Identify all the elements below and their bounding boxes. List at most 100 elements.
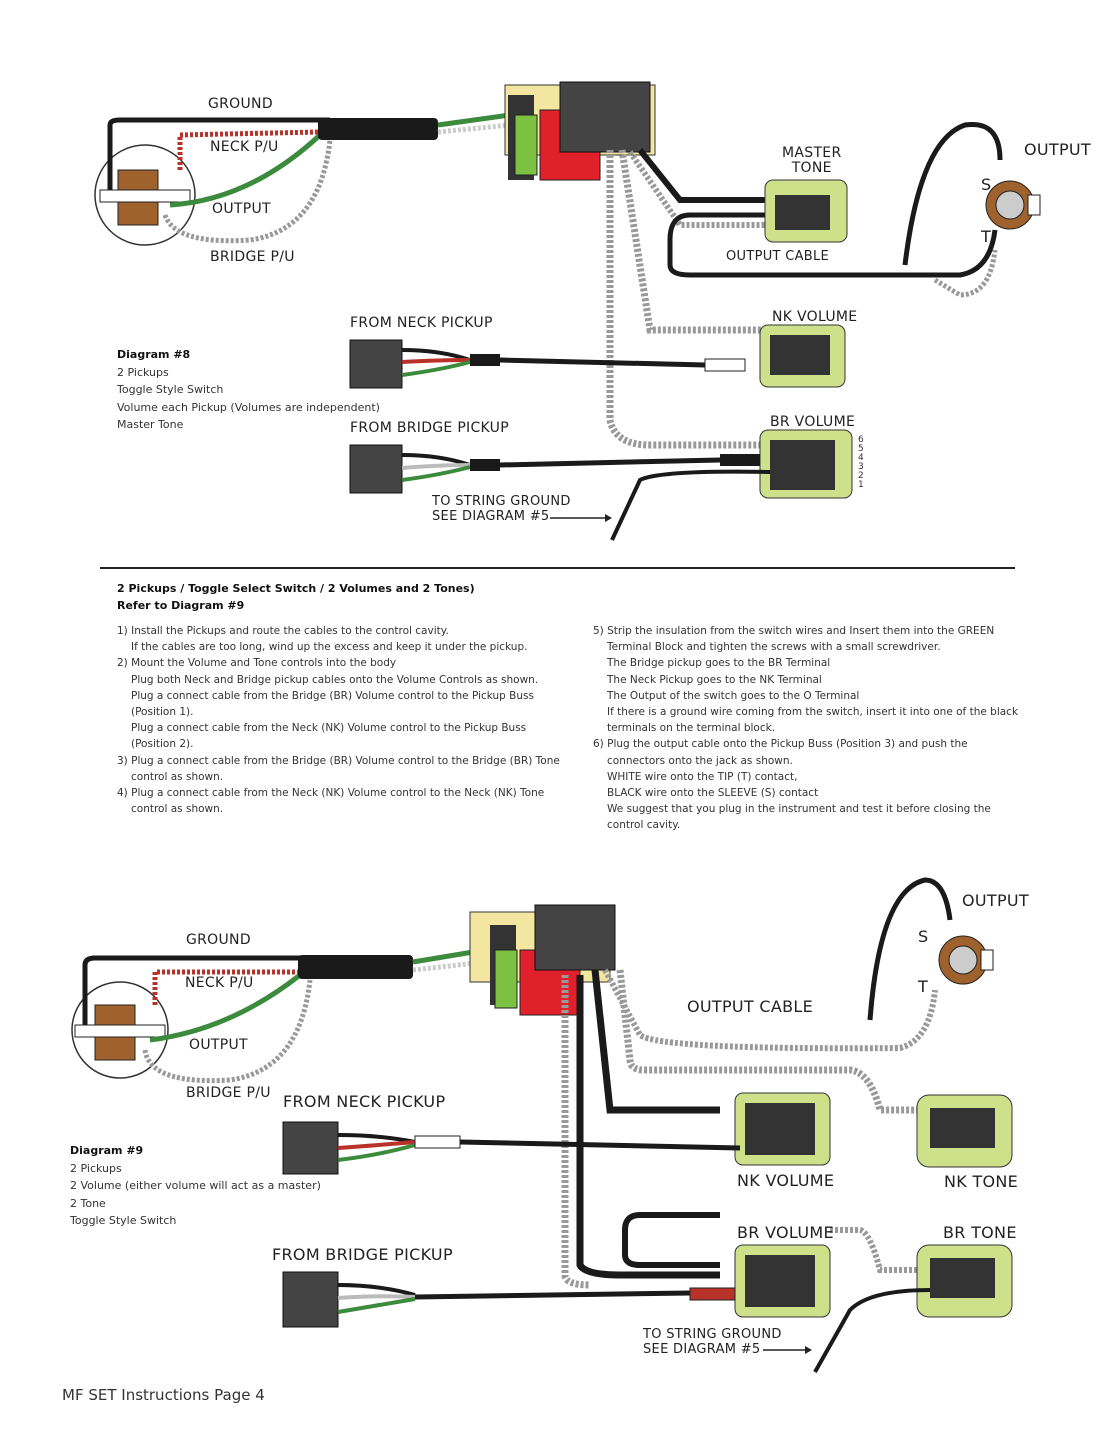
neck-wire bbox=[177, 129, 321, 170]
wire bbox=[576, 975, 720, 1279]
ground-wire bbox=[107, 117, 330, 190]
br-tone-pot bbox=[916, 1244, 1013, 1318]
info-line: Master Tone bbox=[117, 418, 184, 431]
label-neck-pu: NECK P/U bbox=[185, 975, 254, 991]
output-cable bbox=[602, 968, 938, 1052]
diagram-9-info: Diagram #9 2 Pickups 2 Volume (either vo… bbox=[70, 1142, 321, 1230]
instruction-line: If there is a ground wire coming from th… bbox=[607, 706, 1019, 719]
string-ground-line2: SEE DIAGRAM #5 bbox=[643, 1342, 761, 1357]
instruction-line: 3) Plug a connect cable from the Bridge … bbox=[117, 754, 560, 767]
toggle-switch bbox=[71, 981, 169, 1079]
br-volume-pot bbox=[734, 1244, 831, 1318]
wire bbox=[867, 877, 953, 1021]
label-output-jack: OUTPUT bbox=[962, 891, 1030, 910]
nk-volume-pot bbox=[759, 324, 846, 388]
string-ground-line1: TO STRING GROUND bbox=[643, 1327, 782, 1342]
nk-volume-pot bbox=[734, 1092, 831, 1166]
label-string-ground: TO STRING GROUND SEE DIAGRAM #5 bbox=[643, 1327, 782, 1357]
buss-pos: 3 bbox=[858, 462, 864, 472]
wire bbox=[622, 1212, 720, 1268]
label-master-tone-line2: TONE bbox=[791, 160, 832, 176]
label-sleeve: S bbox=[918, 927, 929, 946]
label-tip: T bbox=[981, 227, 992, 246]
string-ground-wire bbox=[610, 469, 771, 541]
wire bbox=[933, 249, 998, 298]
arrowhead-icon bbox=[605, 514, 612, 522]
instructions-subtitle: Refer to Diagram #9 bbox=[117, 599, 245, 612]
buss-pos: 6 bbox=[858, 435, 864, 445]
section-divider bbox=[100, 567, 1015, 569]
instruction-line: terminals on the terminal block. bbox=[607, 722, 776, 735]
info-line: Toggle Style Switch bbox=[70, 1214, 177, 1227]
wire bbox=[606, 150, 770, 449]
info-line: 2 Pickups bbox=[117, 365, 169, 379]
br-volume-pot bbox=[759, 429, 853, 499]
label-from-neck: FROM NECK PICKUP bbox=[283, 1092, 446, 1111]
diagram-9-wiring bbox=[71, 877, 1013, 1373]
instruction-line: BLACK wire onto the SLEEVE (S) contact bbox=[607, 787, 819, 800]
instruction-line: Plug a connect cable from the Neck (NK) … bbox=[131, 722, 527, 735]
instruction-line: 4) Plug a connect cable from the Neck (N… bbox=[117, 787, 545, 800]
label-br-tone: BR TONE bbox=[943, 1223, 1017, 1242]
label-bridge-pu: BRIDGE P/U bbox=[186, 1085, 271, 1101]
buss-pos: 4 bbox=[858, 453, 864, 463]
bridge-wire bbox=[142, 979, 313, 1084]
wire bbox=[618, 149, 770, 334]
string-ground-wire bbox=[813, 1288, 931, 1373]
output-jack bbox=[985, 180, 1041, 230]
instruction-line: 5) Strip the insulation from the switch … bbox=[593, 625, 995, 637]
string-ground-line2: SEE DIAGRAM #5 bbox=[432, 509, 550, 524]
label-switch-output: OUTPUT bbox=[189, 1037, 248, 1053]
instruction-line: We suggest that you plug in the instrume… bbox=[607, 803, 991, 816]
instruction-line: The Bridge pickup goes to the BR Termina… bbox=[607, 657, 831, 670]
instructions-left-column: 1) Install the Pickups and route the cab… bbox=[117, 623, 560, 817]
neck-wire bbox=[152, 969, 300, 1005]
label-ground: GROUND bbox=[208, 96, 273, 112]
label-br-volume: BR VOLUME bbox=[770, 414, 856, 430]
label-ground: GROUND bbox=[186, 932, 251, 948]
neck-pickup-connector bbox=[282, 1121, 741, 1175]
instruction-line: (Position 2). bbox=[131, 738, 194, 751]
output-jack bbox=[938, 935, 994, 985]
instruction-line: Plug both Neck and Bridge pickup cables … bbox=[131, 673, 539, 686]
wire bbox=[437, 122, 511, 135]
instruction-line: If the cables are too long, wind up the … bbox=[131, 641, 528, 654]
label-nk-volume: NK VOLUME bbox=[772, 309, 858, 325]
info-line: 2 Volume (either volume will act as a ma… bbox=[70, 1179, 321, 1192]
label-master-tone: MASTER TONE bbox=[782, 146, 841, 176]
string-ground-line1: TO STRING GROUND bbox=[432, 494, 571, 509]
label-sleeve: S bbox=[981, 175, 992, 194]
buss-pos: 5 bbox=[858, 444, 864, 454]
cable-sleeve bbox=[298, 955, 413, 979]
terminal-block bbox=[469, 904, 616, 1016]
label-output-cable: OUTPUT CABLE bbox=[726, 249, 830, 264]
label-string-ground: TO STRING GROUND SEE DIAGRAM #5 bbox=[432, 494, 571, 524]
master-tone-pot bbox=[764, 179, 848, 243]
instruction-line: The Output of the switch goes to the O T… bbox=[607, 689, 860, 702]
instruction-line: Terminal Block and tighten the screws wi… bbox=[607, 641, 941, 654]
instruction-line: 1) Install the Pickups and route the cab… bbox=[117, 625, 449, 637]
cable-sleeve bbox=[318, 118, 438, 140]
instructions-title: 2 Pickups / Toggle Select Switch / 2 Vol… bbox=[117, 582, 475, 595]
label-output-cable: OUTPUT CABLE bbox=[687, 997, 814, 1016]
wire bbox=[830, 1227, 930, 1273]
info-line: Volume each Pickup (Volumes are independ… bbox=[117, 400, 380, 414]
neck-pickup-connector bbox=[349, 339, 746, 389]
label-nk-tone: NK TONE bbox=[944, 1172, 1019, 1191]
label-nk-volume: NK VOLUME bbox=[737, 1171, 835, 1190]
instructions-heading: 2 Pickups / Toggle Select Switch / 2 Vol… bbox=[117, 580, 475, 614]
bridge-pickup-connector bbox=[349, 444, 760, 494]
instructions-right-column: 5) Strip the insulation from the switch … bbox=[593, 623, 1018, 834]
buss-pos: 2 bbox=[858, 471, 864, 481]
instruction-line: connectors onto the jack as shown. bbox=[607, 754, 793, 767]
nk-tone-pot bbox=[916, 1094, 1013, 1168]
diagram-9-title: Diagram #9 bbox=[70, 1144, 144, 1157]
terminal-block bbox=[504, 81, 656, 181]
wire bbox=[591, 969, 720, 1114]
wire bbox=[616, 969, 930, 1114]
diagram-8-title: Diagram #8 bbox=[117, 348, 191, 361]
ground-wire bbox=[82, 955, 310, 1025]
buss-position-numbers: 6 5 4 3 2 1 bbox=[858, 436, 864, 490]
wire bbox=[637, 148, 770, 203]
bridge-wire bbox=[162, 139, 333, 244]
